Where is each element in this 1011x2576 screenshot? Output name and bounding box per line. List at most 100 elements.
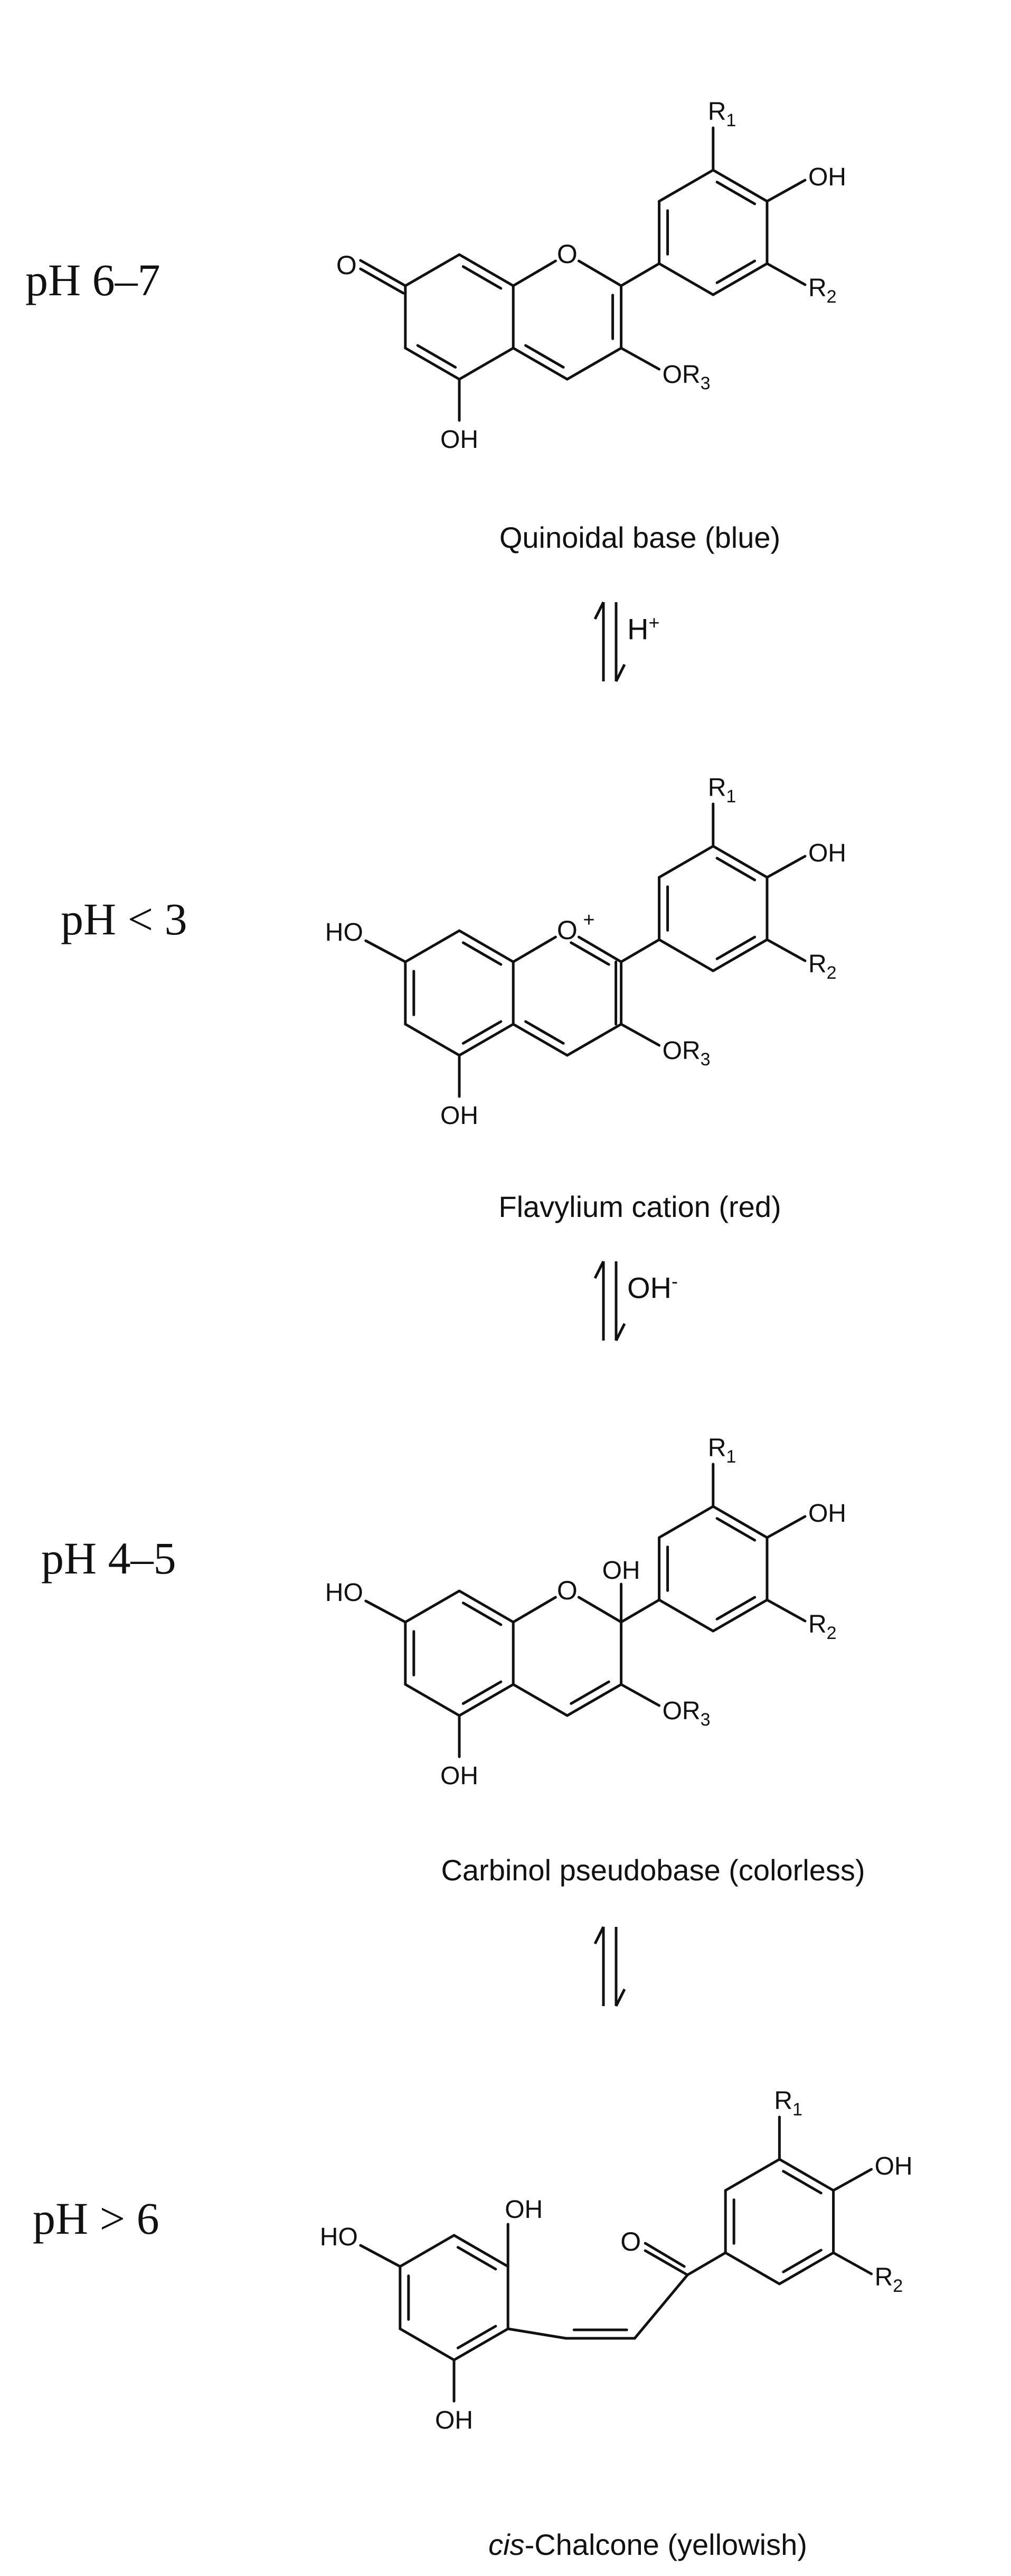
chain-bond [506, 2327, 568, 2340]
double-bond [715, 181, 757, 205]
oh-label: OH [505, 2196, 543, 2224]
ring-c-bond [565, 1023, 623, 1057]
ph-label-quinoidal: pH 6–7 [25, 255, 160, 305]
arrow-up-head [593, 1260, 605, 1279]
double-bond [461, 1020, 503, 1045]
double-bond [715, 259, 757, 284]
double-bond [715, 935, 757, 960]
ring-b-bond [712, 168, 769, 203]
carbonyl-oxygen-label: O [620, 2227, 641, 2256]
oh-label: OH [440, 426, 478, 454]
ring-a-bond [404, 1683, 461, 1717]
caption-flavylium: Flavylium cation (red) [498, 1190, 781, 1223]
ring-link-bond [620, 262, 661, 287]
carbonyl-bond [644, 2242, 686, 2268]
r2-bond [766, 262, 807, 286]
r2-bond [766, 938, 807, 962]
ho-label: HO [325, 919, 363, 947]
caption-carbinol: Carbinol pseudobase (colorless) [441, 1853, 865, 1887]
ring-a-bond [458, 1589, 515, 1624]
ring-b-bond [712, 938, 769, 972]
caption-chalcone: cis-Chalcone (yellowish) [488, 2528, 807, 2561]
chain-bond [633, 2273, 689, 2340]
ring-a-bond [458, 253, 515, 287]
ring-b-bond [712, 1505, 769, 1539]
ring-c-bond [565, 1683, 623, 1717]
oh-bond [832, 2168, 873, 2192]
r2-label: R2 [808, 950, 837, 983]
ring-c-bond [512, 259, 557, 287]
ring-b-bond [658, 938, 715, 972]
reagent-oh-minus: OH- [627, 1270, 678, 1305]
ring-a-bond [452, 2234, 509, 2268]
ho-bond [364, 939, 407, 963]
ho-label: HO [320, 2223, 358, 2251]
ring-c-bond [512, 346, 569, 381]
ring-b-bond [712, 845, 769, 879]
or3-bond [620, 1683, 661, 1707]
double-bond [456, 2246, 497, 2271]
or3-label: OR3 [663, 1697, 711, 1730]
ring-oxygen-label: O [557, 239, 578, 269]
carbonyl-bond [359, 267, 405, 295]
ring-c-bond [512, 1683, 569, 1717]
ring-a-bond [404, 929, 461, 963]
ring-a-bond [404, 253, 461, 287]
arrow-up-head [593, 1926, 605, 1945]
arrow-down-head [615, 1323, 626, 1342]
ring-b-bond [712, 262, 769, 296]
ring-oxygen-label: O [557, 1576, 578, 1605]
ring-a-bond [458, 929, 515, 963]
r2-bond [766, 1598, 807, 1623]
ring-a-bond [458, 1023, 515, 1057]
oh-label: OH [875, 2152, 913, 2180]
oh-bond [766, 855, 807, 879]
ring-a-bond [399, 2234, 456, 2268]
carbonyl-bond [644, 2249, 689, 2277]
ring-a-bond [404, 1023, 461, 1057]
equilibrium-arrow-2 [593, 1260, 626, 1342]
oh-label: OH [808, 163, 846, 191]
arrow-down-head [615, 1988, 626, 2007]
oh-bond [766, 1515, 807, 1539]
ring-a-bond [458, 346, 515, 381]
ring-b-bond [658, 168, 715, 203]
oh-bond [766, 179, 807, 203]
double-bond [715, 1596, 757, 1620]
positive-charge: + [583, 909, 594, 931]
ring-b-bond [658, 845, 715, 879]
equilibrium-arrow-1 [593, 601, 626, 682]
ring-c-bond [512, 1023, 569, 1057]
r1-label: R1 [708, 1434, 736, 1467]
ph-label-flavylium: pH < 3 [61, 894, 187, 944]
equilibrium-arrow-3 [593, 1926, 626, 2007]
ring-link-bond [686, 2251, 727, 2277]
double-bond [715, 857, 757, 882]
oh-label: OH [435, 2406, 473, 2434]
ring-c-bond [577, 259, 623, 287]
ring-a-bond [404, 346, 461, 381]
or3-bond [620, 1023, 661, 1047]
carbonyl-oxygen-label: O [336, 250, 357, 280]
ring-b-bond [724, 2251, 781, 2285]
double-bond [461, 265, 503, 290]
r1-label: R1 [708, 98, 736, 130]
ho-bond [364, 1599, 407, 1624]
ring-b-bond [712, 1598, 769, 1633]
cis-prefix: cis [488, 2528, 525, 2561]
double-bond [461, 1601, 503, 1626]
double-bond [524, 1020, 565, 1045]
double-bond [461, 1680, 503, 1705]
caption-quinoidal: Quinoidal base (blue) [499, 521, 781, 554]
r1-label: R1 [774, 2087, 802, 2120]
r1-label: R1 [708, 774, 736, 807]
r2-label: R2 [808, 1610, 837, 1643]
oh-label: OH [440, 1762, 478, 1790]
ring-a-bond [404, 1589, 461, 1624]
ring-a-bond [399, 2327, 456, 2362]
ho-bond [359, 2244, 402, 2268]
